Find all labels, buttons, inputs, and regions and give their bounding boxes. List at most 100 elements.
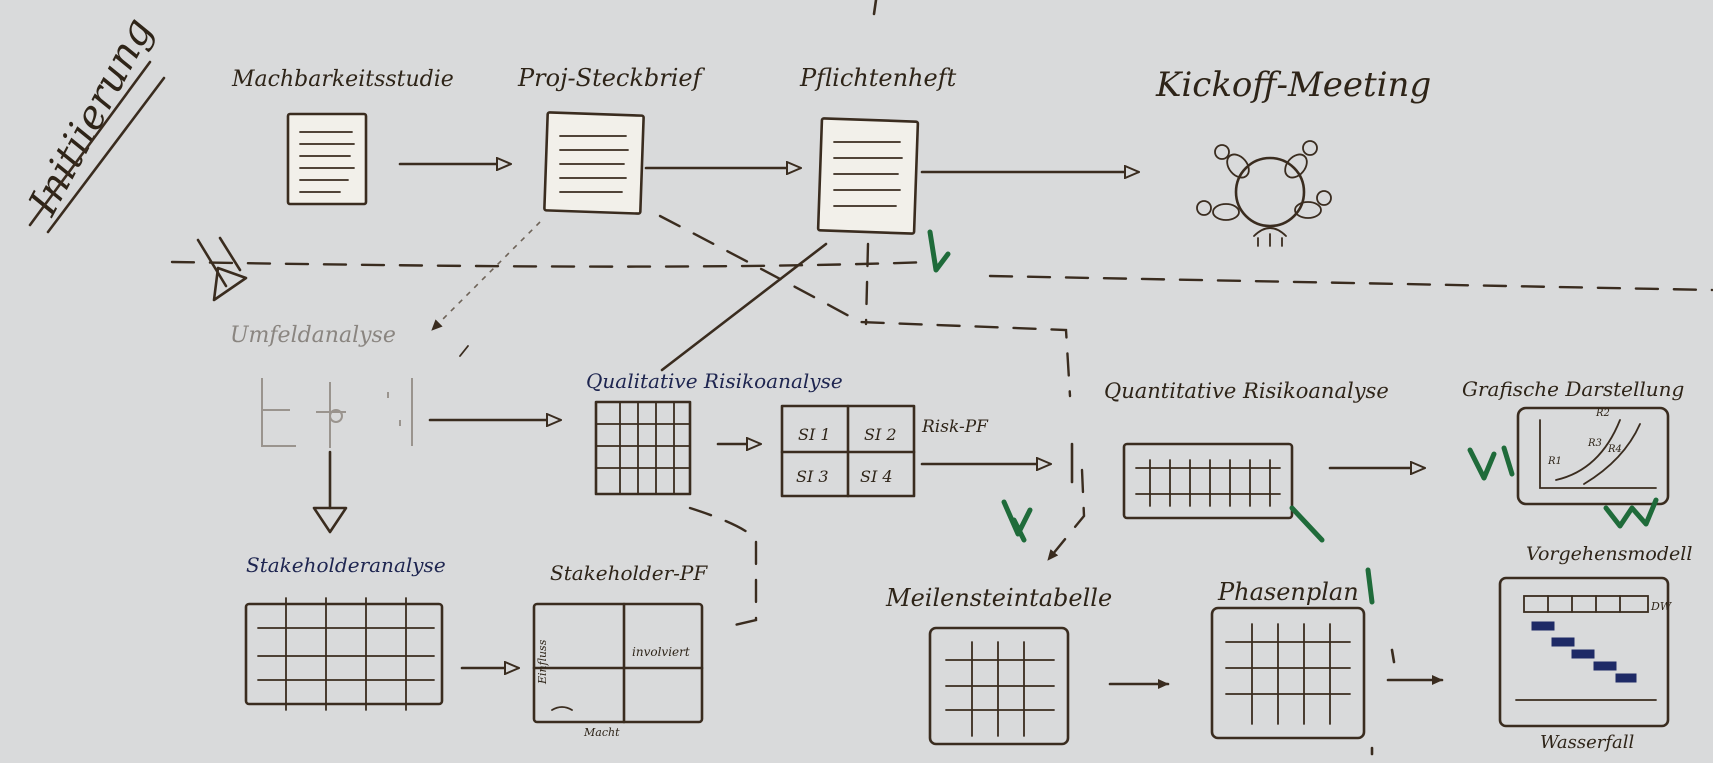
waterfall-step xyxy=(1615,673,1637,683)
risk-matrix-cell: SI 3 xyxy=(796,467,829,486)
label-project-brief: Proj-Steckbrief xyxy=(517,64,706,92)
risk-matrix: SI 1 SI 2 SI 3 SI 4 xyxy=(780,404,916,498)
chart-frame-icon xyxy=(1516,406,1670,506)
waterfall-step xyxy=(1571,649,1595,659)
grid-table-icon xyxy=(594,400,692,496)
label-quantitative-risk: Quantitative Risikoanalyse xyxy=(1104,379,1389,403)
tick-mark xyxy=(459,345,469,357)
phase-divider-left xyxy=(170,260,932,268)
qualitative-risk-analysis: Qualitative Risikoanalyse xyxy=(586,369,843,496)
doc-project-brief: Proj-Steckbrief xyxy=(517,64,706,215)
label-environment: Umfeldanalyse xyxy=(230,323,396,348)
person-icon xyxy=(1302,140,1318,156)
label-waterfall: Wasserfall xyxy=(1540,732,1635,753)
portfolio-frame xyxy=(532,602,704,724)
doc-feasibility: Machbarkeitsstudie xyxy=(231,67,454,206)
grid-lines xyxy=(1225,623,1351,725)
portfolio-quadrant-label: involviert xyxy=(632,645,690,659)
document-icon xyxy=(286,112,368,206)
green-check-mark xyxy=(927,229,951,273)
timeline-header xyxy=(1523,595,1649,613)
grid-lines xyxy=(945,641,1055,737)
portfolio-x-axis: Macht xyxy=(583,726,620,739)
person-icon xyxy=(1294,201,1322,219)
doc-specification: Pflichtenheft xyxy=(799,64,957,235)
kickoff-meeting: Kickoff-Meeting xyxy=(1155,65,1431,247)
label-milestones: Meilensteintabelle xyxy=(885,584,1112,612)
stakeholder-portfolio: Stakeholder-PF Einfluss Macht involviert xyxy=(532,561,708,739)
document-icon xyxy=(816,117,920,235)
document-lines xyxy=(299,131,355,193)
label-risk-pf: Risk-PF xyxy=(921,417,989,437)
grid-table-icon xyxy=(1210,606,1366,740)
document-lines xyxy=(559,135,629,193)
grid-lines xyxy=(1135,459,1281,507)
meeting-table-icon xyxy=(1234,156,1306,228)
grid-table-icon xyxy=(928,626,1070,746)
person-icon xyxy=(1226,153,1250,179)
risk-matrix-cell: SI 1 xyxy=(798,425,831,444)
person-icon xyxy=(1253,227,1287,247)
phase-label-group: Initiierung xyxy=(20,10,166,234)
label-feasibility: Machbarkeitsstudie xyxy=(231,67,454,92)
phase-divider-right xyxy=(988,274,1713,292)
document-lines xyxy=(833,141,903,207)
graphic-representation: Grafische Darstellung R2 R3 R4 R1 xyxy=(1462,377,1684,506)
faded-node xyxy=(329,409,343,423)
faded-sketch xyxy=(261,378,413,448)
line-spec-qualitative xyxy=(660,242,828,372)
waterfall-step xyxy=(1593,661,1617,671)
timeline-tag: DW xyxy=(1650,600,1673,613)
waterfall-step xyxy=(1531,621,1555,631)
portfolio-axes xyxy=(532,602,704,724)
dashed-flow-brief-quantitative xyxy=(658,214,1072,398)
person-icon xyxy=(1284,153,1308,179)
tick-mark xyxy=(1370,648,1396,756)
environment-analysis: Umfeldanalyse xyxy=(230,323,413,448)
label-stakeholder-analysis: Stakeholderanalyse xyxy=(246,553,446,577)
grid-lines xyxy=(257,597,435,711)
graphic-point: R3 xyxy=(1587,438,1602,449)
person-icon xyxy=(1214,144,1230,160)
risk-matrix-cell: SI 4 xyxy=(860,467,893,486)
phase-underline-1 xyxy=(28,60,152,227)
waterfall-step xyxy=(1551,637,1575,647)
green-stroke xyxy=(1365,567,1375,605)
portfolio-mark xyxy=(551,706,573,711)
label-graphic: Grafische Darstellung xyxy=(1462,377,1684,401)
document-icon xyxy=(543,111,645,215)
dashed-flow-pf-risk xyxy=(688,506,758,630)
phase-label: Initiierung xyxy=(20,10,162,223)
dashed-flow-spec xyxy=(864,242,870,326)
risk-matrix-dividers xyxy=(780,404,916,498)
graphic-point: R4 xyxy=(1607,444,1622,455)
label-phase-plan: Phasenplan xyxy=(1217,578,1359,606)
person-icon xyxy=(1196,200,1212,216)
phase-underline-2 xyxy=(46,76,166,234)
hollow-arrow-shaft xyxy=(196,236,242,288)
grid-lines xyxy=(595,401,691,495)
stakeholder-analysis: Stakeholderanalyse xyxy=(244,553,446,711)
graphic-point: R2 xyxy=(1595,408,1610,419)
label-stakeholder-pf: Stakeholder-PF xyxy=(550,561,708,585)
phase-plan: Phasenplan xyxy=(1210,578,1366,740)
person-icon xyxy=(1212,203,1240,221)
top-edge-stroke xyxy=(872,0,878,16)
risk-matrix-cell: SI 2 xyxy=(864,425,897,444)
label-process-model: Vorgehensmodell xyxy=(1526,543,1692,565)
green-annotations xyxy=(927,229,1659,605)
milestone-table: Meilensteintabelle xyxy=(885,584,1112,746)
dashed-flow-to-milestones xyxy=(1046,468,1086,562)
graphic-point: R1 xyxy=(1547,456,1562,467)
grid-table-icon xyxy=(1122,442,1294,520)
timeline-divisions xyxy=(1515,595,1657,701)
label-specification: Pflichtenheft xyxy=(799,64,957,92)
person-icon xyxy=(1316,190,1332,206)
arrow-brief-environment xyxy=(431,221,541,331)
label-kickoff: Kickoff-Meeting xyxy=(1155,65,1431,105)
risk-curves xyxy=(1539,419,1657,489)
hollow-arrow-head xyxy=(212,266,248,302)
arrow-environment-stakeholder-head xyxy=(312,506,348,534)
